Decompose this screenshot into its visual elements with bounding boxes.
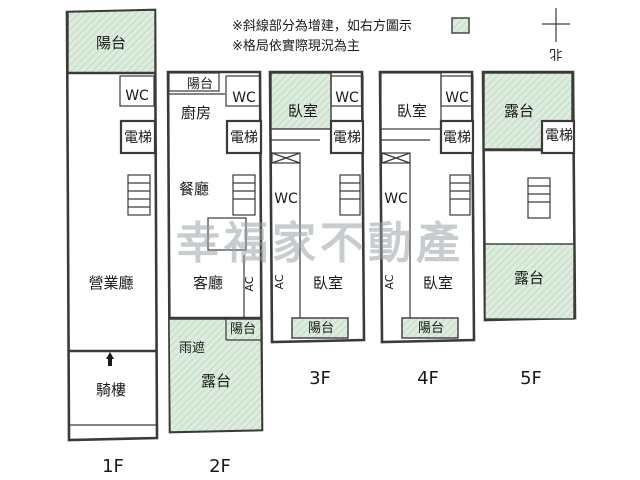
compass: 北 [542, 8, 570, 61]
f2-ac-label: AC [243, 276, 256, 291]
f2-terrace-label: 露台 [201, 372, 231, 390]
watermark: 幸福家不動產 [176, 218, 464, 269]
f3-floor-label: 3F [309, 368, 331, 389]
f5-floor-label: 5F [520, 368, 542, 389]
f2-dining-label: 餐廳 [179, 180, 209, 198]
f4-balcony-area [401, 317, 459, 339]
f1-hall-label: 營業廳 [88, 274, 133, 292]
f3-balcony-label: 陽台 [308, 321, 334, 336]
f4-elevator-label: 電梯 [443, 130, 471, 146]
f2-living-label: 客廳 [193, 274, 223, 292]
f4-wc2-label: WC [384, 191, 408, 207]
f5-elevator-label: 電梯 [545, 128, 573, 144]
floor-1f: 陽台 WC 電梯 營業廳 騎樓 1F [65, 8, 159, 477]
f3-bedroom-top-area [270, 72, 332, 130]
f4-bedroom-label: 臥室 [423, 274, 453, 292]
f2-balcony-bottom-label: 陽台 [230, 322, 256, 337]
f5-terrace-bottom-label: 露台 [514, 269, 544, 287]
f2-elevator-label: 電梯 [230, 130, 258, 146]
legend-hatch-swatch [451, 17, 470, 34]
f2-balcony-top-label: 陽台 [187, 77, 213, 92]
f5-terrace-top-label: 露台 [504, 102, 534, 120]
compass-north-label: 北 [549, 46, 562, 61]
f1-arcade-label: 騎樓 [96, 381, 126, 399]
f3-elevator-label: 電梯 [333, 130, 361, 146]
f3-wc-label: WC [335, 90, 359, 106]
note-line-2: ※格局依實際現況為主 [232, 38, 360, 54]
f1-elevator-label: 電梯 [124, 130, 152, 146]
f4-ac-label: AC [383, 274, 396, 289]
f1-wc-label: WC [125, 88, 149, 104]
f2-floor-label: 2F [209, 456, 231, 477]
f3-bedroom-label: 臥室 [313, 274, 343, 292]
f4-wc-label: WC [445, 90, 469, 106]
f4-bedroom-top-label: 臥室 [397, 102, 427, 120]
f5-terrace-bottom-area [484, 243, 575, 320]
floor-5f: 露台 電梯 露台 5F [481, 70, 577, 389]
note-line-1: ※斜線部分為增建，如右方圖示 [232, 18, 412, 34]
f1-balcony-label: 陽台 [96, 34, 126, 52]
f4-balcony-label: 陽台 [418, 321, 444, 336]
floor-4f: 臥室 WC 電梯 WC AC 臥室 陽台 4F [378, 70, 476, 389]
f3-ac-label: AC [273, 274, 286, 289]
f2-kitchen-label: 廚房 [181, 104, 211, 122]
f2-wc-label: WC [232, 90, 256, 106]
f3-wc2-label: WC [274, 191, 298, 207]
f4-floor-label: 4F [417, 368, 439, 389]
f1-floor-label: 1F [102, 456, 124, 477]
f3-bedroom-top-label: 臥室 [288, 102, 318, 120]
floor-3f: 臥室 WC 電梯 WC AC 臥室 陽台 3F [268, 70, 366, 389]
f3-balcony-area [291, 317, 349, 339]
f2-terrace-area [168, 318, 263, 433]
f2-awning-label: 雨遮 [179, 340, 205, 356]
floor-2f: 陽台 廚房 WC 電梯 餐廳 客廳 AC 陽台 雨遮 露台 2F [166, 70, 264, 477]
